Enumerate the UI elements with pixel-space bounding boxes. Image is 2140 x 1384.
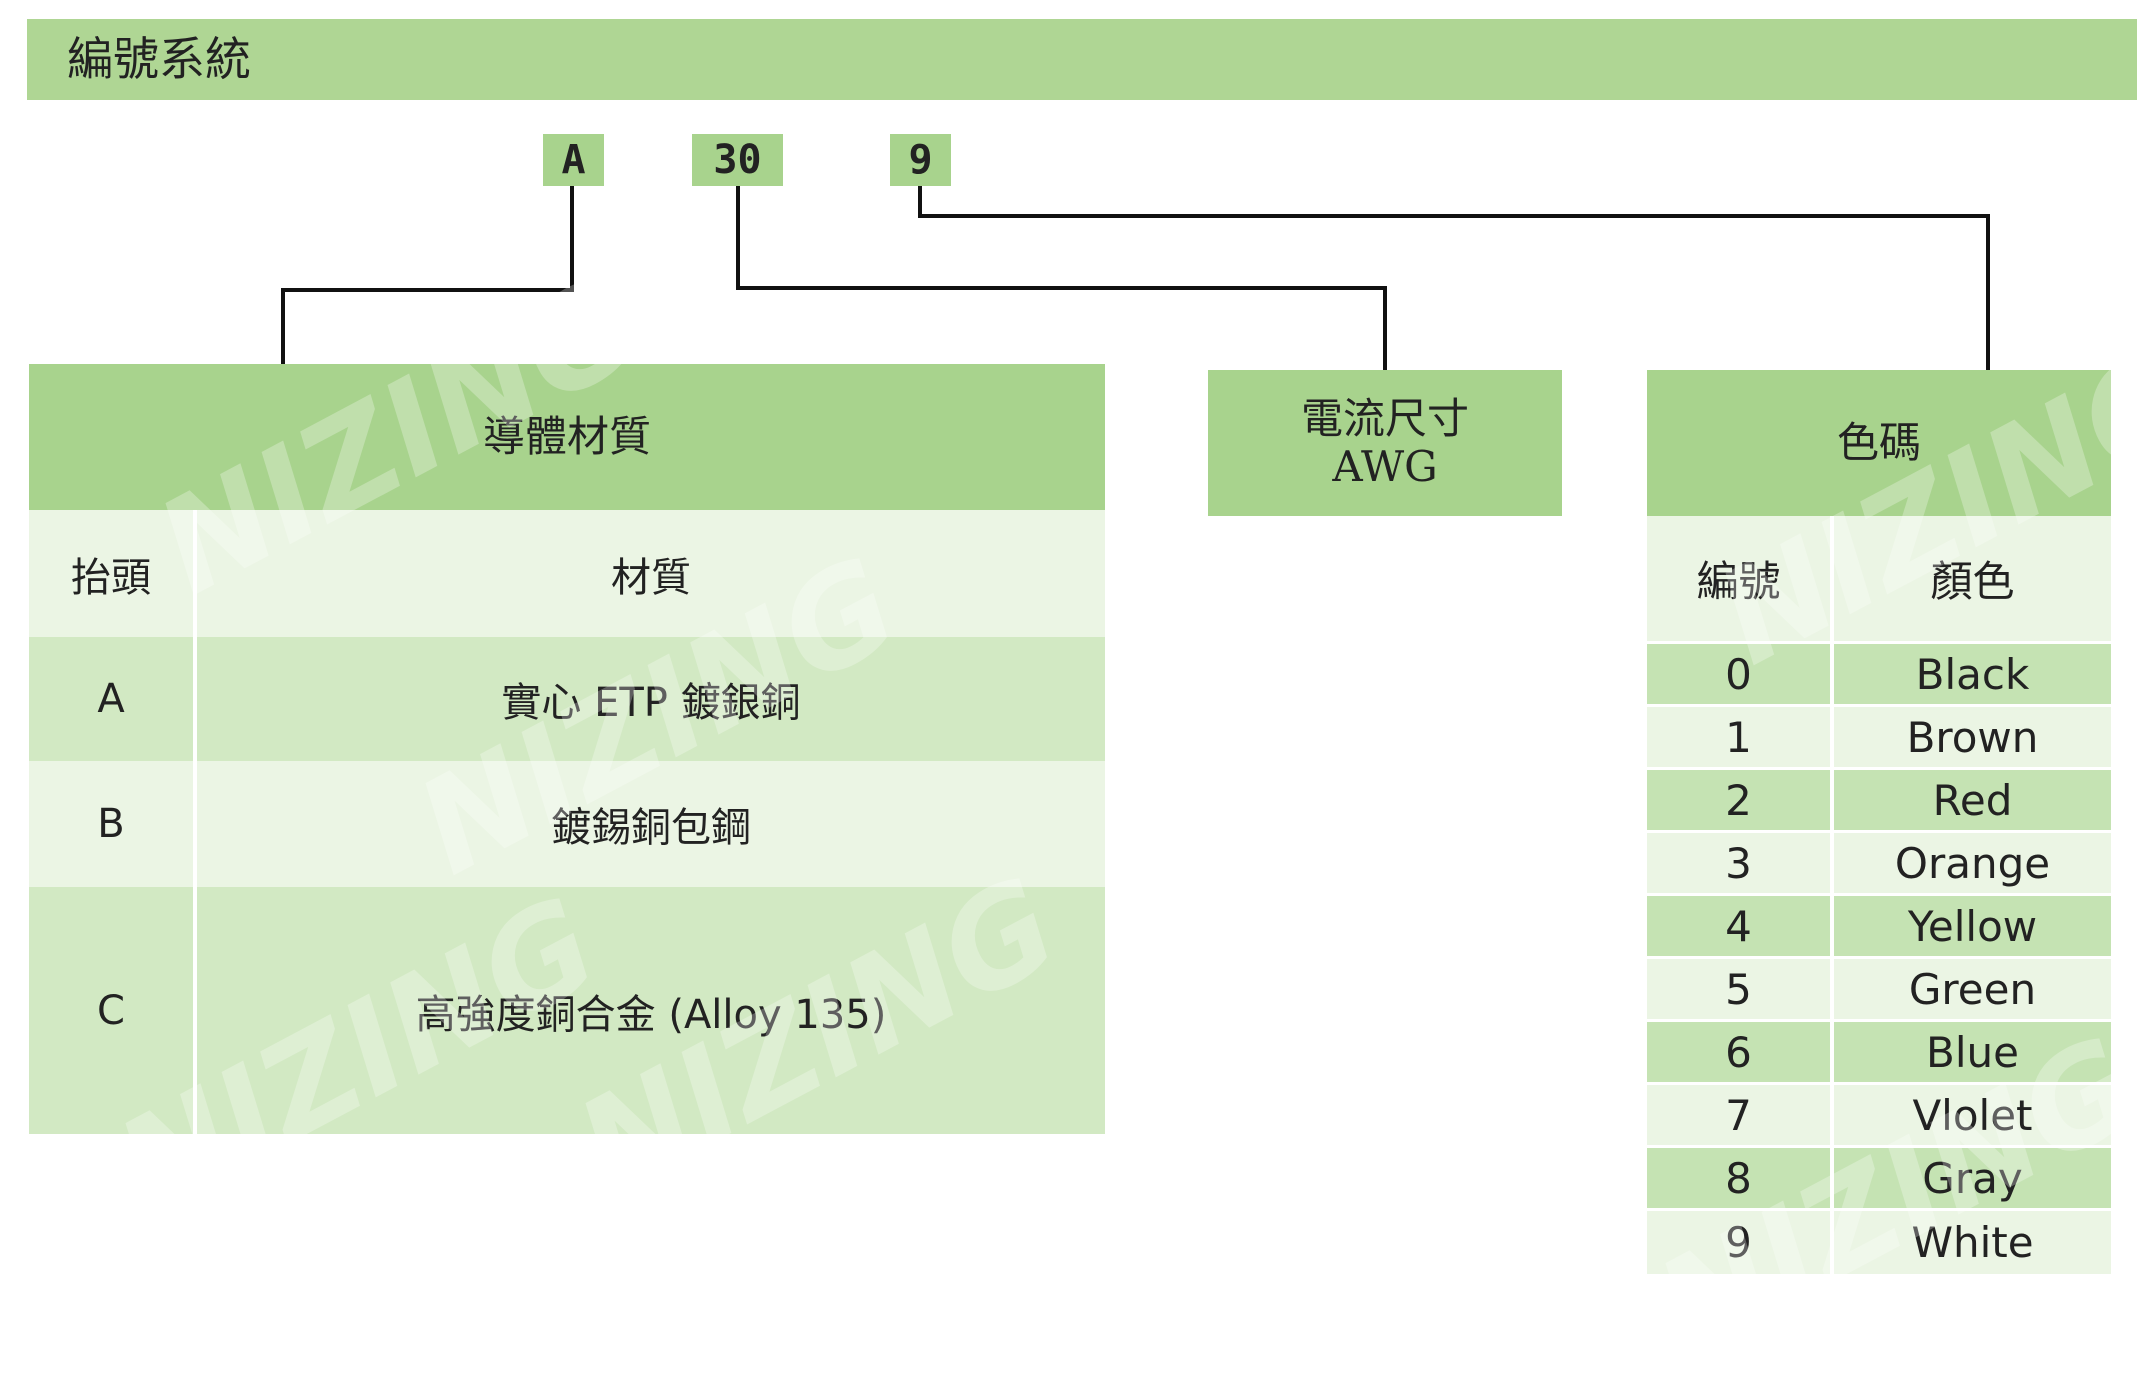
row-number: 9 (1647, 1211, 1834, 1274)
connector-a-vertical-bottom (281, 288, 285, 364)
col-header-color: 顏色 (1930, 557, 2015, 606)
connector-9-vertical-bottom (1986, 214, 1990, 370)
row-number: 1 (1647, 707, 1834, 767)
row-color: Black (1915, 649, 2030, 699)
table-row: 6 Blue (1647, 1022, 2111, 1085)
row-color: Gray (1922, 1153, 2023, 1203)
material-table-header: 導體材質 (29, 364, 1105, 510)
row-color: Green (1908, 964, 2037, 1014)
table-row: 4 Yellow (1647, 896, 2111, 959)
code-box-awg: 30 (692, 134, 783, 186)
material-table: 導體材質 抬頭 材質 A 實心 ETP 鍍銀銅 B 鍍錫銅包鋼 C 高強度銅合金… (29, 364, 1105, 1134)
table-row: 8 Gray (1647, 1148, 2111, 1211)
color-table: 色碼 編號 顏色 0 Black 1 Brown 2 Red 3 Orange … (1647, 370, 2111, 1274)
color-table-col-header-row: 編號 顏色 (1647, 516, 2111, 644)
table-row: A 實心 ETP 鍍銀銅 (29, 637, 1105, 761)
row-number: 6 (1647, 1022, 1834, 1082)
connector-9-vertical-top (918, 186, 922, 218)
row-number: 4 (1647, 896, 1834, 956)
row-number: 5 (1647, 959, 1834, 1019)
connector-9-horizontal (918, 214, 1990, 218)
col-header-material: 材質 (611, 554, 691, 601)
connector-30-vertical-bottom (1383, 286, 1387, 370)
row-code: A (29, 637, 197, 761)
connector-a-vertical-top (570, 186, 574, 292)
row-code: C (29, 887, 197, 1134)
row-color: Brown (1906, 712, 2039, 762)
material-table-col-header-row: 抬頭 材質 (29, 510, 1105, 637)
color-table-header: 色碼 (1647, 370, 2111, 516)
page-title: 編號系統 (67, 32, 251, 86)
table-row: 1 Brown (1647, 707, 2111, 770)
row-color: Blue (1926, 1027, 2019, 1077)
awg-box-line2: AWG (1332, 442, 1438, 491)
table-row: 2 Red (1647, 770, 2111, 833)
code-box-material: A (543, 134, 604, 186)
awg-box: 電流尺寸 AWG (1208, 370, 1562, 516)
awg-box-line1: 電流尺寸 (1300, 393, 1469, 443)
connector-a-horizontal (281, 288, 574, 292)
row-color: Yellow (1907, 901, 2038, 951)
table-row: 7 Vlolet (1647, 1085, 2111, 1148)
row-color: Vlolet (1912, 1090, 2033, 1140)
row-color: Red (1932, 775, 2013, 825)
col-header-code: 抬頭 (29, 510, 197, 637)
row-number: 8 (1647, 1148, 1834, 1208)
row-material: 高強度銅合金 (Alloy 135) (415, 991, 887, 1038)
title-bar: 編號系統 (27, 19, 2137, 100)
table-row: 9 White (1647, 1211, 2111, 1274)
connector-30-vertical-top (736, 186, 740, 290)
row-number: 0 (1647, 644, 1834, 704)
row-number: 7 (1647, 1085, 1834, 1145)
row-material: 實心 ETP 鍍銀銅 (501, 680, 801, 726)
row-number: 2 (1647, 770, 1834, 830)
row-color: Orange (1894, 838, 2051, 888)
table-row: 0 Black (1647, 644, 2111, 707)
row-code: B (29, 761, 197, 887)
code-box-color: 9 (890, 134, 951, 186)
table-row: 5 Green (1647, 959, 2111, 1022)
row-material: 鍍錫銅包鋼 (551, 805, 751, 851)
table-row: 3 Orange (1647, 833, 2111, 896)
row-number: 3 (1647, 833, 1834, 893)
col-header-number: 編號 (1647, 516, 1834, 641)
row-color: White (1911, 1218, 2034, 1267)
table-row: B 鍍錫銅包鋼 (29, 761, 1105, 887)
connector-30-horizontal (736, 286, 1387, 290)
table-row: C 高強度銅合金 (Alloy 135) (29, 887, 1105, 1134)
